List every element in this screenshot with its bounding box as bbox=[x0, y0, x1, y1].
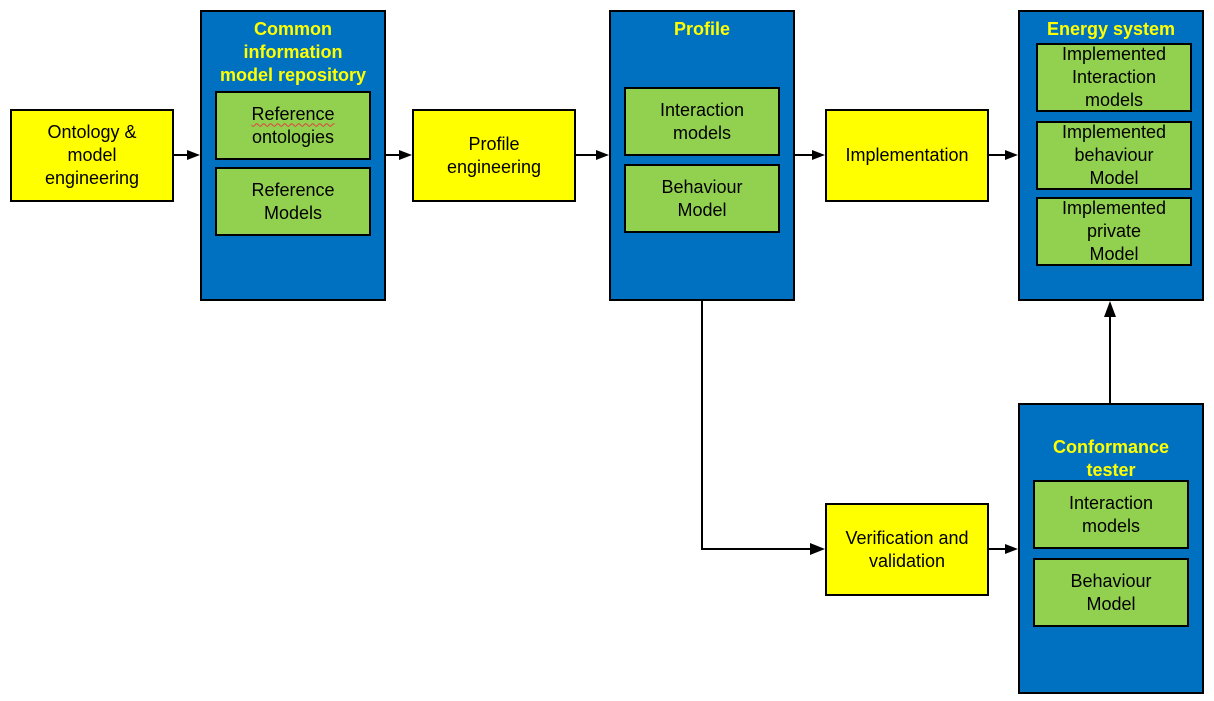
implemented-private-box: Implemented private Model bbox=[1036, 197, 1192, 266]
implemented-interaction-box: Implemented Interaction models bbox=[1036, 43, 1192, 112]
arrowhead-cim bbox=[187, 150, 200, 160]
arrowhead-energy-system-bottom bbox=[1104, 301, 1116, 317]
arrowhead-implementation bbox=[812, 150, 825, 160]
arrowhead-profile-engineering bbox=[399, 150, 412, 160]
implemented-interaction-label: Implemented Interaction models bbox=[1061, 44, 1167, 110]
energy-system-container: Energy system Implemented Interaction mo… bbox=[1018, 10, 1204, 301]
arrowhead-energy-system bbox=[1005, 150, 1018, 160]
verification-validation-label: Verification and validation bbox=[845, 527, 969, 571]
verification-validation-box: Verification and validation bbox=[825, 503, 989, 596]
profile-interaction-models-box: Interaction models bbox=[624, 87, 780, 156]
profile-container: Profile Interaction models Behaviour Mod… bbox=[609, 10, 795, 301]
profile-engineering-label: Profile engineering bbox=[446, 133, 542, 177]
energy-system-title: Energy system bbox=[1046, 19, 1176, 39]
profile-interaction-models-label: Interaction models bbox=[659, 99, 745, 143]
profile-behaviour-model-label: Behaviour Model bbox=[661, 176, 743, 220]
tester-interaction-models-label: Interaction models bbox=[1068, 492, 1154, 536]
tester-interaction-models-box: Interaction models bbox=[1033, 480, 1189, 549]
reference-models-box: Reference Models bbox=[215, 167, 371, 236]
reference-models-label: Reference Models bbox=[251, 179, 335, 223]
implementation-label: Implementation bbox=[845, 145, 969, 165]
implemented-private-label: Implemented private Model bbox=[1061, 198, 1167, 264]
cim-repository-title: Common information model repository bbox=[219, 19, 367, 85]
edge-profile-to-verification bbox=[701, 300, 812, 550]
arrowhead-profile bbox=[596, 150, 609, 160]
tester-behaviour-model-label: Behaviour Model bbox=[1070, 570, 1152, 614]
ontology-engineering-box: Ontology & model engineering bbox=[10, 109, 174, 202]
ontology-engineering-label: Ontology & model engineering bbox=[44, 122, 140, 188]
profile-behaviour-model-box: Behaviour Model bbox=[624, 164, 780, 233]
profile-title: Profile bbox=[673, 19, 730, 39]
cim-repository-container: Common information model repository Refe… bbox=[200, 10, 386, 301]
tester-behaviour-model-box: Behaviour Model bbox=[1033, 558, 1189, 627]
profile-engineering-box: Profile engineering bbox=[412, 109, 576, 202]
implementation-box: Implementation bbox=[825, 109, 989, 202]
implemented-behaviour-box: Implemented behaviour Model bbox=[1036, 121, 1192, 190]
arrowhead-verification bbox=[810, 543, 825, 555]
arrowhead-conformance bbox=[1005, 544, 1018, 554]
implemented-behaviour-label: Implemented behaviour Model bbox=[1061, 122, 1167, 188]
